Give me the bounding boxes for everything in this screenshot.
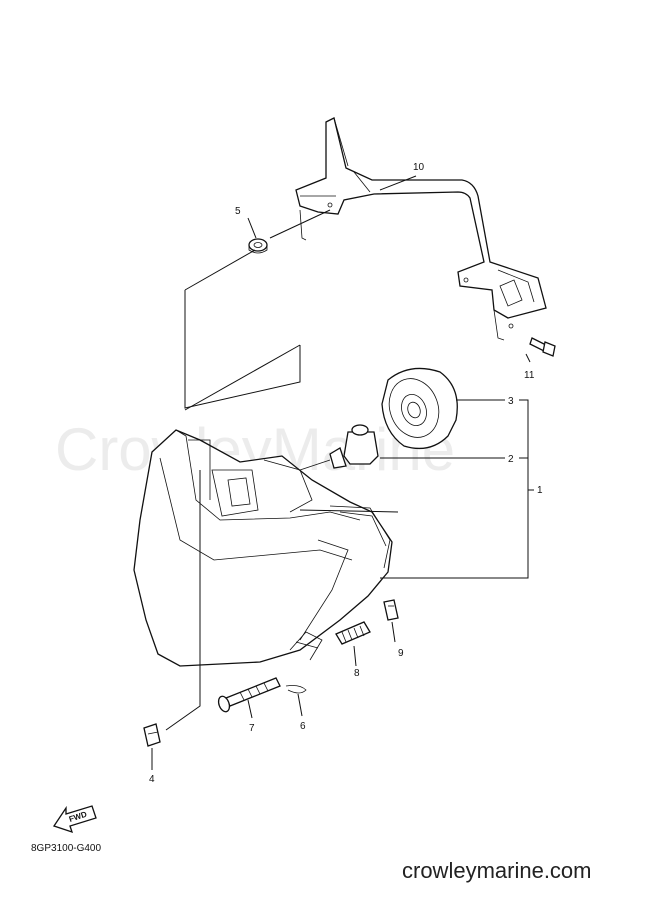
reference-outline [184, 209, 331, 411]
grommet-part-5 [248, 238, 268, 254]
callout-8: 8 [354, 668, 360, 679]
bolt-part-11 [529, 337, 556, 357]
callout-1: 1 [537, 485, 543, 496]
callout-6: 6 [300, 721, 306, 732]
callout-3: 3 [508, 396, 514, 407]
clip-part-9 [383, 599, 399, 621]
callout-9: 9 [398, 648, 404, 659]
screw-part-7 [217, 677, 281, 713]
callout-2: 2 [508, 454, 514, 465]
site-name: crowleymarine.com [402, 858, 592, 883]
headlight-housing-part-1 [133, 429, 393, 667]
spring-part-8 [335, 621, 371, 645]
socket-part-3 [381, 367, 458, 450]
callout-4: 4 [149, 774, 155, 785]
screw-part-4 [143, 723, 161, 747]
leader-lines [151, 175, 534, 770]
bracket-part-10 [295, 117, 547, 341]
bulb-part-2 [299, 424, 379, 471]
diagram-code: 8GP3100-G400 [31, 843, 102, 854]
fwd-arrow-icon: FWD [52, 805, 97, 834]
callout-11: 11 [524, 370, 535, 381]
callout-10: 10 [413, 162, 425, 173]
callout-5: 5 [235, 206, 241, 217]
callout-7: 7 [249, 723, 255, 734]
pin-part-6 [285, 685, 307, 694]
